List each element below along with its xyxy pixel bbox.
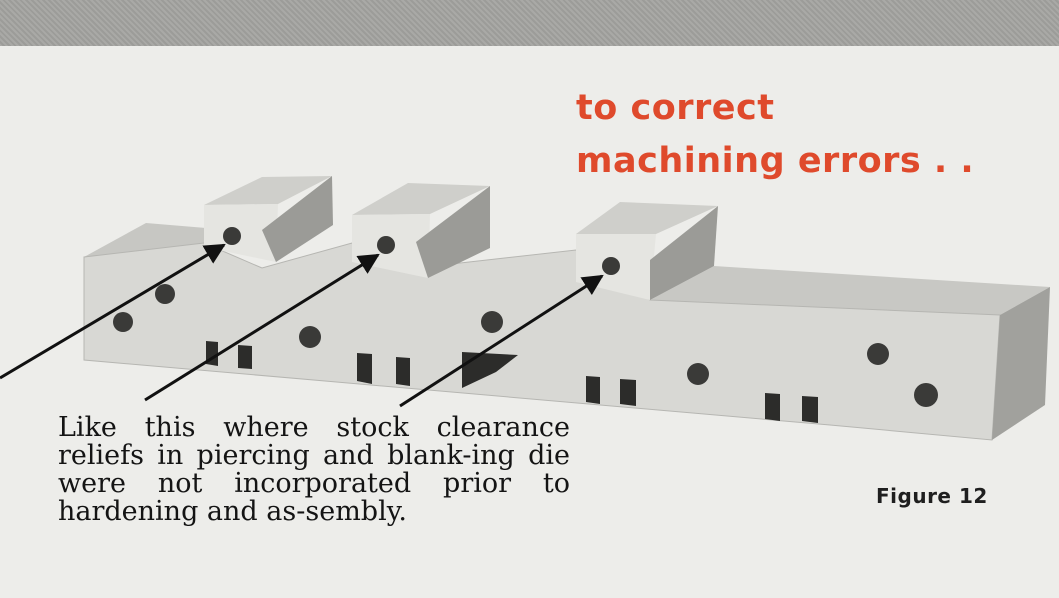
- tower-1: [204, 176, 333, 262]
- top-halftone-band: [0, 0, 1059, 46]
- headline-line-2: machining errors . .: [576, 141, 975, 181]
- headline: to correct machining errors . .: [576, 82, 974, 188]
- figure-caption: Like this where stock clearance reliefs …: [58, 412, 570, 527]
- die-block: [83, 176, 1050, 441]
- headline-line-1: to correct: [576, 88, 775, 128]
- holes: [113, 227, 938, 407]
- pointer-arrows: [0, 243, 604, 408]
- figure-label: Figure 12: [876, 484, 988, 508]
